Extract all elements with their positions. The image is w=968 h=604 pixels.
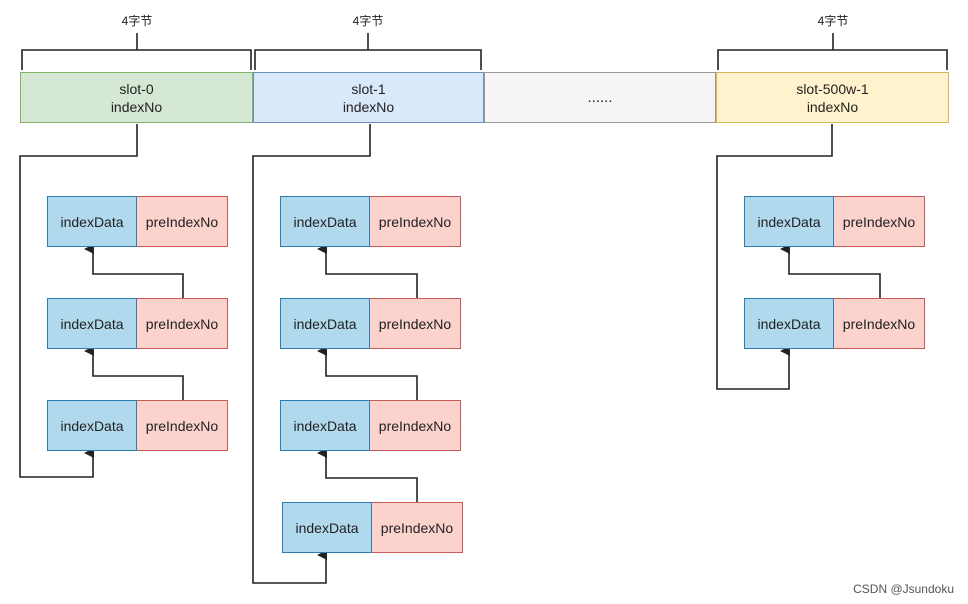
slot3-pointer (716, 124, 833, 390)
index-node: indexData preIndexNo (282, 502, 463, 553)
index-data-field: indexData (47, 196, 137, 247)
slot-sub: indexNo (342, 98, 395, 115)
pre-index-no-field: preIndexNo (834, 298, 925, 349)
brace-1 (21, 33, 252, 70)
slot-sub: indexNo (110, 98, 163, 115)
chain1-link-1 (317, 448, 418, 502)
index-node: indexData preIndexNo (744, 298, 925, 349)
pre-index-no-field: preIndexNo (137, 196, 228, 247)
ellipsis-cell: ...... (484, 72, 716, 123)
brace-3 (717, 33, 948, 70)
index-node: indexData preIndexNo (47, 298, 228, 349)
chain1-link-3 (317, 244, 418, 298)
pre-index-no-field: preIndexNo (834, 196, 925, 247)
index-data-field: indexData (280, 298, 370, 349)
pre-index-no-field: preIndexNo (372, 502, 463, 553)
index-node: indexData preIndexNo (47, 400, 228, 451)
ellipsis: ...... (587, 88, 613, 106)
pre-index-no-field: preIndexNo (137, 298, 228, 349)
slot-name: slot-500w-1 (796, 80, 869, 97)
brace-label: 4字节 (352, 14, 384, 28)
index-data-field: indexData (280, 400, 370, 451)
slot-last-cell: slot-500w-1 indexNo (716, 72, 949, 123)
brace-label: 4字节 (121, 14, 153, 28)
brace-label: 4字节 (817, 14, 849, 28)
index-node: indexData preIndexNo (280, 400, 461, 451)
index-data-field: indexData (744, 298, 834, 349)
brace-2 (254, 33, 482, 70)
index-data-field: indexData (744, 196, 834, 247)
chain0-link-1 (84, 346, 184, 400)
slot-1-cell: slot-1 indexNo (253, 72, 484, 123)
index-node: indexData preIndexNo (280, 196, 461, 247)
slot-sub: indexNo (806, 98, 859, 115)
pre-index-no-field: preIndexNo (370, 298, 461, 349)
index-data-field: indexData (280, 196, 370, 247)
pre-index-no-field: preIndexNo (137, 400, 228, 451)
index-data-field: indexData (47, 400, 137, 451)
chain2-link-1 (780, 244, 881, 298)
slot-name: slot-1 (351, 80, 386, 97)
index-data-field: indexData (282, 502, 372, 553)
slot0-pointer (19, 124, 138, 478)
pre-index-no-field: preIndexNo (370, 400, 461, 451)
index-data-field: indexData (47, 298, 137, 349)
index-node: indexData preIndexNo (280, 298, 461, 349)
chain1-link-2 (317, 346, 418, 400)
slot1-pointer (252, 124, 371, 584)
index-node: indexData preIndexNo (47, 196, 228, 247)
slot-name: slot-0 (119, 80, 154, 97)
slot-0-cell: slot-0 indexNo (20, 72, 253, 123)
index-node: indexData preIndexNo (744, 196, 925, 247)
watermark: CSDN @Jsundoku (853, 582, 954, 596)
pre-index-no-field: preIndexNo (370, 196, 461, 247)
chain0-link-2 (84, 244, 184, 298)
